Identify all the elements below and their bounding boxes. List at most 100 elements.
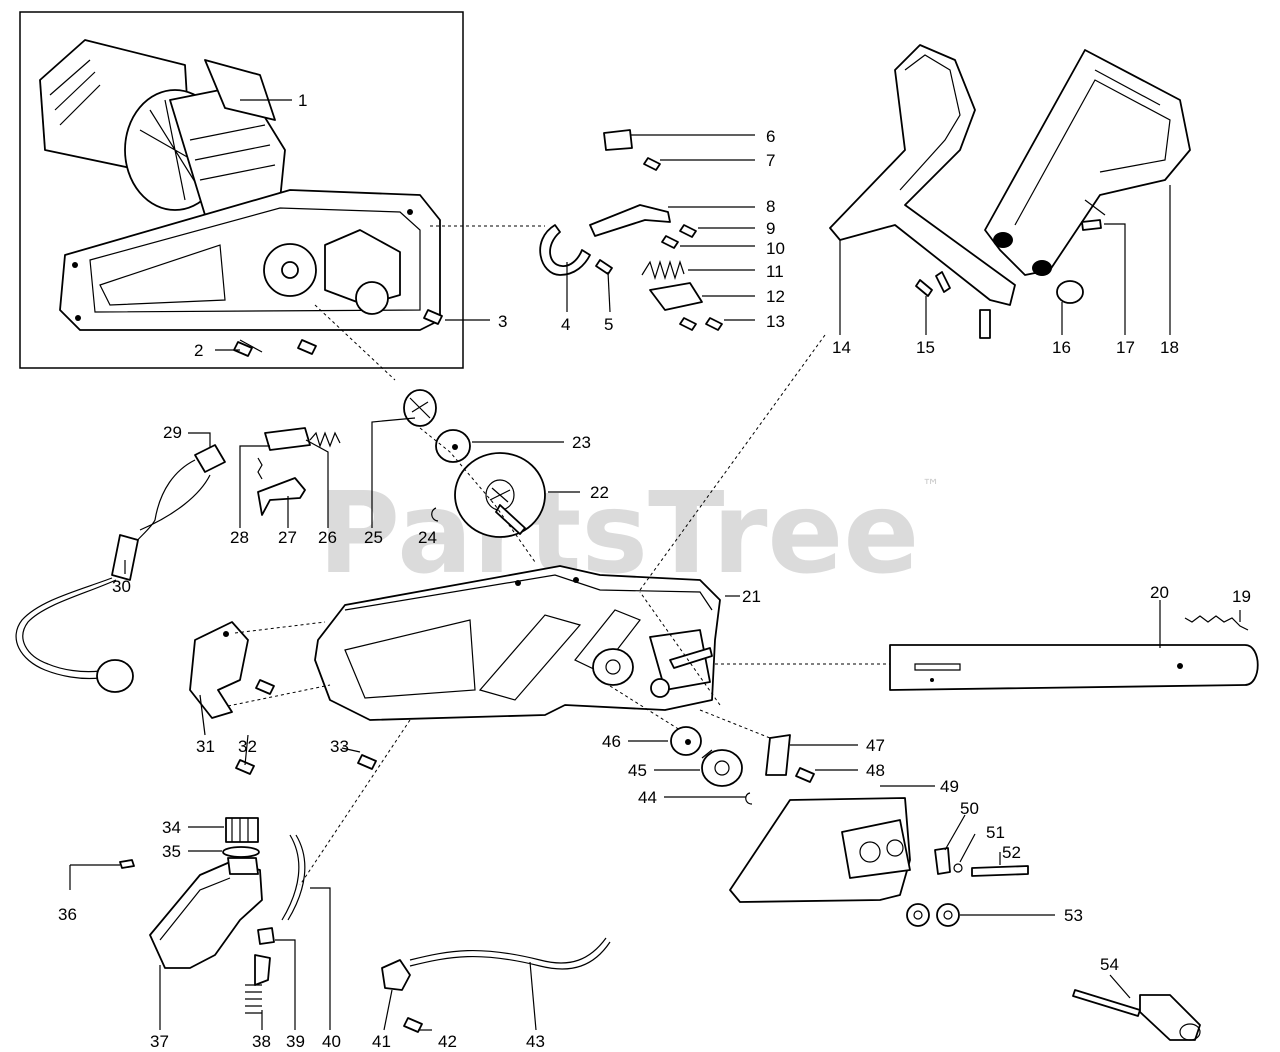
part-45-sprocket	[701, 749, 743, 787]
callout-11: 11	[766, 262, 784, 281]
part-54-wrench	[1072, 989, 1201, 1041]
part-2-screw-b	[297, 339, 317, 355]
callout-41: 41	[372, 1032, 391, 1051]
callout-32: 32	[238, 737, 257, 756]
callout-3: 3	[498, 312, 507, 331]
part-38-hose	[245, 954, 271, 1014]
callout-54: 54	[1100, 955, 1119, 974]
part-7-screw	[643, 157, 661, 171]
part-34-cap	[225, 817, 259, 843]
part-48-screw	[795, 767, 815, 783]
callout-43: 43	[526, 1032, 545, 1051]
part-15-screw-b	[935, 271, 951, 293]
callout-17: 17	[1116, 338, 1135, 357]
part-31-cover	[189, 621, 249, 719]
part-53-nut-b	[936, 903, 960, 927]
callout-2: 2	[194, 341, 203, 360]
part-4-clip	[539, 224, 591, 276]
part-13-screw	[679, 317, 697, 331]
watermark-trademark: ™	[922, 476, 940, 497]
part-52-bolt	[971, 865, 1029, 877]
callout-33: 33	[330, 737, 349, 756]
part-3-motor-housing	[59, 189, 441, 331]
part-22-clutch-drum	[454, 452, 546, 538]
part-47-plate	[765, 734, 791, 776]
part-35-seal	[222, 846, 260, 858]
callout-25: 25	[364, 528, 383, 547]
callout-42: 42	[438, 1032, 457, 1051]
callout-31: 31	[196, 737, 215, 756]
callout-48: 48	[866, 761, 885, 780]
part-51-washer	[953, 863, 963, 873]
callout-12: 12	[766, 287, 785, 306]
part-37-oil-tank	[149, 857, 263, 969]
callout-21: 21	[742, 587, 761, 606]
part-25-nut	[403, 389, 437, 427]
part-12-plate	[649, 282, 703, 311]
callout-6: 6	[766, 127, 775, 146]
motor-assembly-frame	[19, 11, 464, 369]
callout-46: 46	[602, 732, 621, 751]
part-41-pump	[381, 959, 411, 991]
callout-14: 14	[832, 338, 851, 357]
callout-4: 4	[561, 315, 570, 334]
callout-49: 49	[940, 777, 959, 796]
part-14-front-handle	[829, 44, 1016, 306]
callout-39: 39	[286, 1032, 305, 1051]
part-30-power-cord	[15, 534, 139, 693]
part-44-clip	[745, 792, 753, 805]
callout-13: 13	[766, 312, 785, 331]
part-39-fitting	[257, 927, 275, 945]
callout-37: 37	[150, 1032, 169, 1051]
part-21-main-housing	[314, 565, 721, 721]
callout-30: 30	[112, 577, 131, 596]
part-2-screw	[233, 339, 263, 357]
callout-51: 51	[986, 823, 1005, 842]
callout-50: 50	[960, 799, 979, 818]
part-26-spring-b	[257, 457, 263, 480]
callout-44: 44	[638, 788, 657, 807]
callout-20: 20	[1150, 583, 1169, 602]
part-15-screw-c	[979, 309, 991, 339]
callout-19: 19	[1232, 587, 1251, 606]
part-36-vent	[119, 859, 135, 869]
callout-38: 38	[252, 1032, 271, 1051]
callout-5: 5	[604, 315, 613, 334]
part-46-washer	[670, 726, 702, 756]
callout-47: 47	[866, 736, 885, 755]
callout-27: 27	[278, 528, 297, 547]
part-31-screw	[255, 679, 275, 695]
callout-34: 34	[162, 818, 181, 837]
part-43-oil-line	[409, 937, 611, 970]
part-15-screw	[915, 279, 933, 297]
callout-36: 36	[58, 905, 77, 924]
callout-18: 18	[1160, 338, 1179, 357]
part-20-guide-bar	[889, 644, 1259, 691]
part-40-tube	[281, 834, 306, 921]
part-42-screw	[403, 1017, 423, 1033]
part-23-washer	[435, 429, 471, 463]
callout-15: 15	[916, 338, 935, 357]
callout-22: 22	[590, 483, 609, 502]
callout-53: 53	[1064, 906, 1083, 925]
part-28-brush-holder	[264, 427, 311, 451]
callout-7: 7	[766, 151, 775, 170]
part-1-motor	[39, 39, 286, 216]
callout-40: 40	[322, 1032, 341, 1051]
callout-16: 16	[1052, 338, 1071, 357]
part-33-screw	[357, 754, 377, 770]
part-6-switch	[603, 129, 633, 151]
part-18-rear-handle	[984, 49, 1191, 276]
part-50-lock	[934, 847, 951, 875]
callout-52: 52	[1002, 843, 1021, 862]
callout-23: 23	[572, 433, 591, 452]
part-26-spring	[309, 431, 341, 448]
part-17-screw	[1081, 219, 1102, 231]
part-27-lever	[257, 477, 306, 516]
callout-9: 9	[766, 219, 775, 238]
part-5-screw	[595, 259, 613, 275]
callout-1: 1	[298, 91, 307, 110]
callout-26: 26	[318, 528, 337, 547]
callout-24: 24	[418, 528, 437, 547]
